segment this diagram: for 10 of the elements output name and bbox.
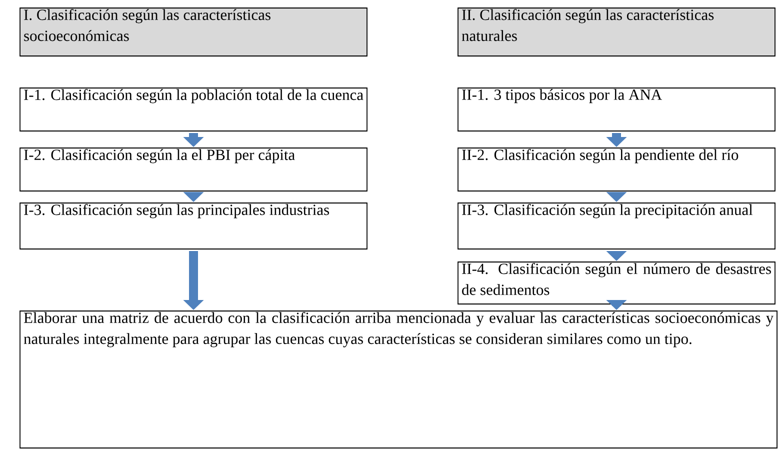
result-box: Elaborar una matriz de acuerdo con la clasificación arriba mencionada y evaluar las características socioeconómicas y naturales integralmente para agrupar las cuencas cuyas características se consideran similares como un tipo. bbox=[20, 310, 778, 448]
process-box: I-3. Clasificación según las principales industrias bbox=[20, 202, 368, 250]
process-box: II-2. Clasificación según la pendiente del río bbox=[458, 148, 776, 192]
header-box: II. Clasificación según las características naturales bbox=[458, 8, 776, 56]
process-box: II-4. Clasificación según el número de desastres de sedimentos bbox=[458, 262, 776, 304]
process-box: I-1. Clasificación según la población total de la cuenca bbox=[20, 88, 368, 132]
process-box: II-1. 3 tipos básicos por la ANA bbox=[458, 88, 776, 132]
header-box: I. Clasificación según las características socioeconómicas bbox=[20, 8, 368, 56]
process-box: I-2. Clasificación según la el PBI per cápita bbox=[20, 148, 368, 192]
process-box: II-3. Clasificación según la precipitación anual bbox=[458, 202, 776, 250]
